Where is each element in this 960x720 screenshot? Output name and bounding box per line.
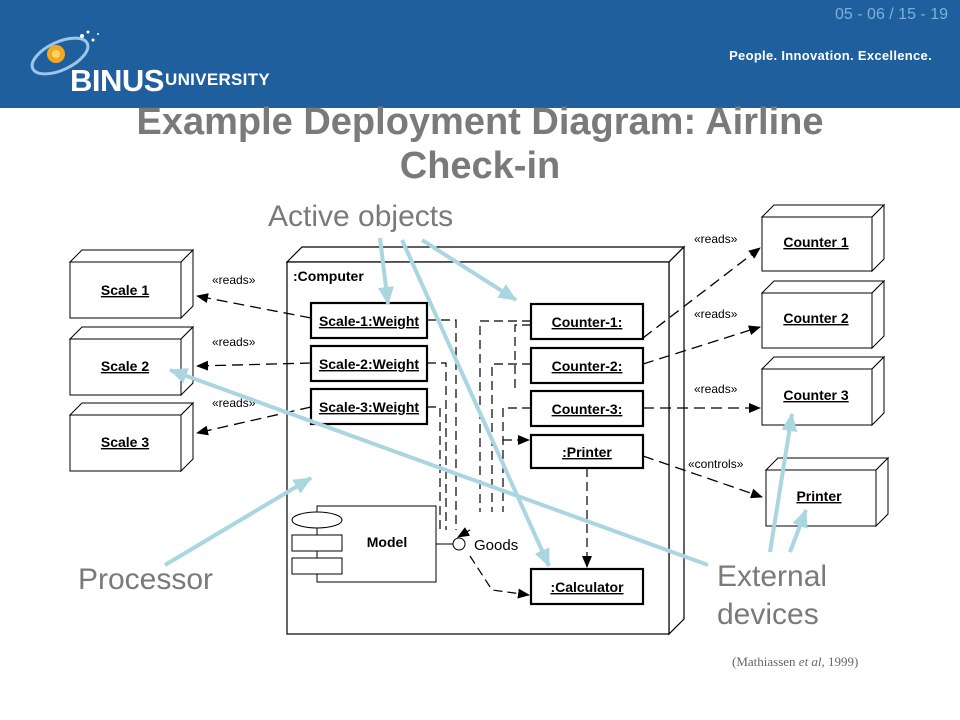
callout-arrows [163, 237, 808, 567]
reads-label-scale-1: «reads» [212, 273, 256, 287]
calculator-object: :Calculator [529, 567, 645, 606]
header-banner: BINUS UNIVERSITY 05 - 06 / 15 - 19 Peopl… [0, 0, 960, 108]
scale-weight-object-1: Scale-1:Weight [309, 301, 429, 340]
counter-label-3: Counter 3 [783, 387, 849, 403]
callout-external-line-2: devices [717, 598, 819, 631]
counter-node-1: Counter 1 [760, 203, 886, 273]
counter-object-3: Counter-3: [529, 389, 645, 428]
brand-subtitle: UNIVERSITY [165, 70, 271, 89]
scale-node-3: Scale 3 [68, 401, 195, 473]
scale-label-2: Scale 2 [101, 358, 149, 374]
model-label: Model [367, 534, 407, 550]
slide-title: Example Deployment Diagram: Airline Chec… [0, 100, 960, 188]
counter-node-3: Counter 3 [760, 355, 886, 427]
citation-etal: et al [798, 654, 822, 669]
reads-label-scale-2: «reads» [212, 335, 256, 349]
callout-external-line-1: External [717, 560, 828, 593]
citation: (Mathiassen et al, 1999) [732, 654, 858, 670]
svg-text:Scale-1:Weight: Scale-1:Weight [319, 313, 419, 329]
callout-processor: Processor [78, 563, 214, 596]
scale-node-1: Scale 1 [68, 248, 195, 320]
internal-connectors [427, 319, 592, 599]
printer-device-label: Printer [796, 488, 842, 504]
svg-text::Printer: :Printer [562, 444, 612, 460]
reads-label-counter-3: «reads» [694, 382, 738, 396]
external-dependencies [196, 247, 763, 499]
counter-object-1: Counter-1: [529, 302, 645, 341]
counter-label-1: Counter 1 [783, 234, 849, 250]
model-component: Model [291, 505, 437, 583]
title-line-2: Check-in [399, 145, 561, 187]
reads-label-counter-1: «reads» [694, 232, 738, 246]
citation-author: (Mathiassen [732, 654, 799, 669]
scale-weight-object-3: Scale-3:Weight [309, 387, 429, 426]
callout-active-objects: Active objects [268, 200, 454, 233]
slogan: People. Innovation. Excellence. [729, 48, 932, 63]
callout-external-devices: External devices [717, 558, 827, 634]
svg-text:Scale-3:Weight: Scale-3:Weight [319, 399, 419, 415]
page-number: 05 - 06 / 15 - 19 [835, 6, 948, 23]
brand-name: BINUS [70, 63, 164, 98]
citation-year: , 1999) [821, 654, 859, 669]
counter-object-2: Counter-2: [529, 346, 645, 385]
goods-interface: Goods [436, 537, 518, 554]
scale-label-1: Scale 1 [101, 282, 149, 298]
controls-label-printer: «controls» [688, 457, 744, 471]
svg-text:Scale-2:Weight: Scale-2:Weight [319, 356, 419, 372]
svg-text:Counter-3:: Counter-3: [552, 401, 623, 417]
reads-label-scale-3: «reads» [212, 396, 256, 410]
goods-label: Goods [474, 537, 518, 554]
counter-label-2: Counter 2 [783, 310, 849, 326]
counter-node-2: Counter 2 [760, 279, 886, 350]
scale-label-3: Scale 3 [101, 434, 149, 450]
printer-device-node: Printer [764, 456, 890, 528]
scale-weight-object-2: Scale-2:Weight [309, 344, 429, 383]
reads-label-counter-2: «reads» [694, 307, 738, 321]
printer-object: :Printer [529, 433, 645, 470]
svg-text:Counter-2:: Counter-2: [552, 358, 623, 374]
computer-label: :Computer [293, 268, 364, 284]
title-line-1: Example Deployment Diagram: Airline [136, 101, 824, 143]
svg-text::Calculator: :Calculator [550, 579, 624, 595]
binus-logo-icon [30, 30, 99, 76]
scale-node-2: Scale 2 [68, 325, 195, 397]
svg-text:Counter-1:: Counter-1: [552, 314, 623, 330]
